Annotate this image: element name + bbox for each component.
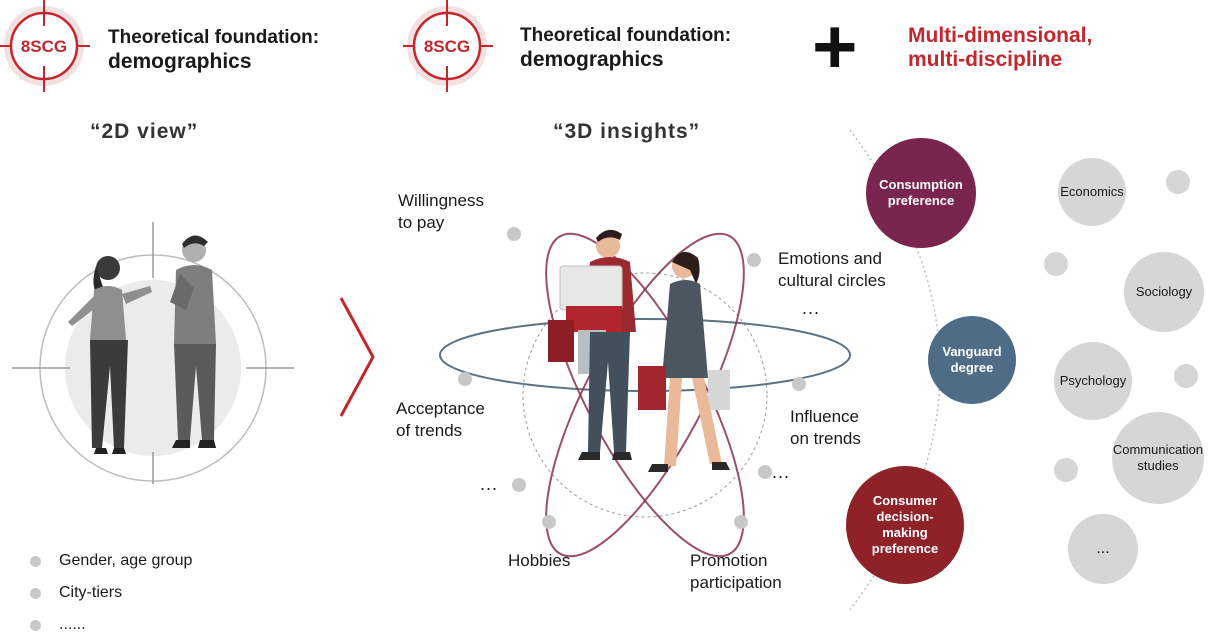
brand-logo-left: 8SCG — [0, 0, 90, 92]
dimension-line: decision- — [876, 509, 934, 524]
man-figure — [170, 235, 216, 448]
dimension-line: Consumption — [879, 177, 963, 192]
discipline-communication-studies: Communication studies — [1112, 412, 1204, 504]
label-line: Acceptance — [396, 399, 485, 418]
dimension-decision-making-preference: Consumer decision- making preference — [846, 466, 964, 584]
logo-text: 8SCG — [21, 37, 67, 56]
bullet-text: ...... — [59, 616, 86, 633]
bullet-text: Gender, age group — [59, 552, 193, 569]
discipline-more: ... — [1068, 514, 1138, 584]
target-illustration-2d — [12, 222, 294, 484]
mid-header-line1: Theoretical foundation: — [520, 25, 732, 46]
dimension-line: Consumer — [872, 493, 938, 508]
brand-logo-mid: 8SCG — [403, 0, 493, 92]
shopping-couple-illustration — [548, 229, 730, 472]
demographic-bullet-list: Gender, age group City-tiers ...... — [30, 545, 192, 641]
right-header: Multi-dimensional, multi-discipline — [908, 24, 1092, 72]
dimension-line: preference — [871, 541, 939, 556]
label-acceptance-of-trends: Acceptance of trends — [396, 398, 485, 442]
orbit-dots — [458, 227, 806, 529]
chevron-right-icon — [339, 297, 375, 417]
left-header: Theoretical foundation: demographics — [108, 26, 319, 74]
label-line: Emotions and — [778, 249, 882, 268]
label-line: Willingness — [398, 191, 484, 210]
right-header-line1: Multi-dimensional, — [908, 24, 1093, 47]
label-line: participation — [690, 573, 782, 592]
label-line: of trends — [396, 421, 463, 440]
bullet-dot-icon — [30, 555, 41, 567]
view-3d-title: “3D insights” — [553, 120, 701, 143]
label-more-left: ... — [480, 474, 499, 494]
view-2d-title: “2D view” — [90, 120, 199, 143]
mid-header-line2: demographics — [520, 48, 664, 71]
discipline-line: studies — [1137, 458, 1179, 473]
label-influence-on-trends: Influence on trends — [790, 406, 861, 450]
discipline-sociology: Sociology — [1124, 252, 1204, 332]
label-line: Influence — [790, 407, 859, 426]
orbit-diagram — [439, 227, 851, 558]
dimension-consumption-preference: Consumption preference — [866, 138, 976, 248]
bullet-text: City-tiers — [59, 584, 123, 601]
plus-symbol: + — [812, 2, 858, 90]
decorative-dot — [1044, 252, 1068, 276]
label-emotions-cultural-circles: Emotions and cultural circles — [778, 248, 886, 292]
label-line: cultural circles — [778, 271, 886, 290]
decorative-dot — [1166, 170, 1190, 194]
bullet-dot-icon — [30, 619, 41, 631]
label-line: on trends — [790, 429, 861, 448]
label-willingness-to-pay: Willingness to pay — [398, 190, 484, 234]
label-line: to pay — [398, 213, 445, 232]
dimension-line: preference — [887, 193, 955, 208]
mid-header: Theoretical foundation: demographics — [520, 24, 731, 72]
label-hobbies: Hobbies — [508, 551, 571, 570]
dimension-line: degree — [950, 360, 994, 375]
bullet-item: City-tiers — [30, 577, 192, 609]
discipline-economics: Economics — [1058, 158, 1126, 226]
bullet-item: ...... — [30, 609, 192, 641]
bullet-dot-icon — [30, 587, 41, 599]
left-header-line1: Theoretical foundation: — [108, 27, 320, 48]
decorative-dot — [1054, 458, 1078, 482]
discipline-line: Communication — [1112, 442, 1204, 457]
dimension-vanguard-degree: Vanguard degree — [928, 316, 1016, 404]
right-header-line2: multi-discipline — [908, 48, 1063, 71]
logo-text: 8SCG — [424, 37, 470, 56]
label-promotion-participation: Promotion participation — [690, 550, 782, 594]
label-line: Promotion — [690, 551, 768, 570]
bullet-item: Gender, age group — [30, 545, 192, 577]
label-more-right: ... — [772, 462, 791, 482]
woman-figure — [68, 256, 152, 454]
dimension-line: Vanguard — [942, 344, 1002, 359]
discipline-psychology: Psychology — [1054, 342, 1132, 420]
decorative-dot — [1174, 364, 1198, 388]
left-header-line2: demographics — [108, 50, 252, 73]
dimension-line: making — [882, 525, 928, 540]
label-emotions-more: ... — [802, 298, 821, 318]
